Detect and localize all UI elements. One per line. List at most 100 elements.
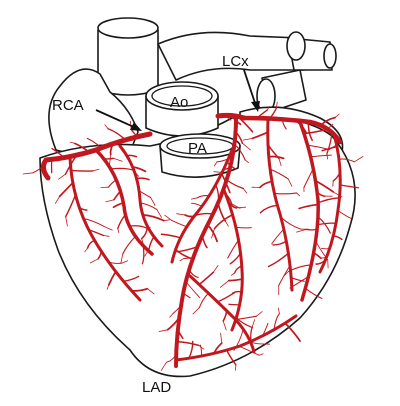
arterial-branch [225, 349, 237, 366]
arterial-twig [105, 199, 115, 203]
arterial-branch [233, 265, 243, 274]
arterial-twig [176, 213, 186, 216]
arterial-branch [117, 214, 127, 230]
arterial-branches [22, 101, 364, 371]
arterial-branch [269, 168, 289, 180]
rca-pointer-head [130, 122, 142, 131]
arterial-branch [126, 154, 138, 158]
lad-diagonal-2 [222, 188, 244, 332]
arterial-branch [165, 353, 177, 363]
label-rca: RCA [52, 97, 84, 114]
arterial-branch [58, 181, 74, 198]
arterial-branch [235, 226, 252, 229]
arterial-twig [160, 361, 167, 371]
arterial-branch [97, 250, 103, 260]
arterial-twig [190, 197, 198, 200]
label-lad: LAD [142, 379, 171, 396]
arterial-twig [58, 173, 66, 180]
arterial-branch [234, 315, 257, 321]
arterial-branch [141, 214, 165, 222]
arterial-branch [222, 309, 228, 322]
arterial-branch [182, 292, 191, 299]
arterial-twig [266, 106, 270, 111]
arterial-branch [259, 180, 273, 189]
arterial-twig [218, 204, 221, 211]
labels: RCA LCx Ao PA LAD [52, 53, 249, 396]
arterial-branch [199, 344, 203, 357]
arterial-branch [224, 114, 232, 121]
arterial-branch [166, 316, 181, 331]
arterial-branch [321, 145, 338, 152]
arterial-branch [307, 121, 313, 141]
arterial-branch [86, 239, 96, 249]
arterial-branch [140, 225, 149, 240]
arterial-branch [172, 304, 182, 315]
arterial-branch [148, 235, 155, 250]
arterial-branch [220, 172, 231, 194]
rca-conus [118, 144, 164, 248]
arterial-branch [216, 155, 234, 163]
arterial-branch [130, 287, 149, 292]
arterial-branch [251, 131, 269, 140]
arterial-branch [339, 184, 360, 189]
arterial-twig [242, 142, 251, 151]
rca-acute-marginal [94, 148, 154, 256]
arterial-branch [70, 169, 94, 172]
arterial-twig [106, 284, 110, 290]
arterial-twig [242, 138, 253, 141]
arterial-branch [227, 239, 240, 259]
arterial-branch [250, 326, 253, 342]
arterial-branch [235, 317, 254, 329]
arterial-branch [64, 194, 77, 218]
arterial-branch [238, 345, 260, 356]
arterial-branch [303, 168, 314, 189]
rca-marginal [68, 156, 142, 302]
arterial-branch [332, 235, 343, 241]
arterial-branch [332, 171, 341, 182]
arterial-branch [160, 233, 182, 239]
arterial-branch [233, 143, 246, 161]
lcx-obtuse-marginal-2 [298, 120, 320, 302]
arterial-branch [227, 201, 238, 209]
arterial-branch [227, 278, 244, 282]
arterial-twig [220, 332, 223, 344]
arterial-twig [326, 123, 334, 130]
arterial-twig [169, 313, 174, 318]
arterial-twig [179, 258, 184, 261]
arterial-branch [131, 166, 147, 173]
arterial-branch [273, 192, 298, 195]
arterial-branch [288, 264, 312, 272]
arterial-twig [235, 206, 247, 209]
arterial-branch [304, 287, 323, 299]
arterial-branch [103, 157, 114, 160]
arterial-branch [338, 158, 355, 163]
lcx-pointer-head [251, 101, 260, 112]
arterial-branch [198, 292, 209, 309]
arterial-twig [213, 171, 222, 173]
arterial-branch [310, 154, 332, 158]
pulmonary-artery [159, 133, 241, 178]
arterial-branch [128, 225, 147, 229]
arterial-twig [158, 329, 168, 332]
arterial-branch [273, 312, 280, 331]
label-aorta: Ao [170, 94, 188, 111]
arterial-branch [303, 128, 328, 135]
arterial-branch [198, 271, 215, 286]
arterial-twig [121, 260, 128, 264]
arterial-branch [271, 228, 285, 245]
arterial-branch [319, 116, 337, 127]
arterial-branch [284, 322, 301, 342]
arterial-twig [84, 247, 88, 253]
arterial-twig [147, 288, 155, 295]
arterial-twig [89, 258, 99, 264]
arterial-twig [163, 219, 170, 221]
label-lcx: LCx [222, 53, 249, 70]
arterial-branch [64, 154, 78, 175]
arterial-branch [305, 228, 318, 231]
arterial-branch [135, 177, 150, 181]
arterial-branch [259, 204, 279, 214]
arterial-twig [235, 364, 237, 371]
lcx-pointer-line [243, 69, 257, 107]
aorta-opening-inner [151, 85, 213, 107]
